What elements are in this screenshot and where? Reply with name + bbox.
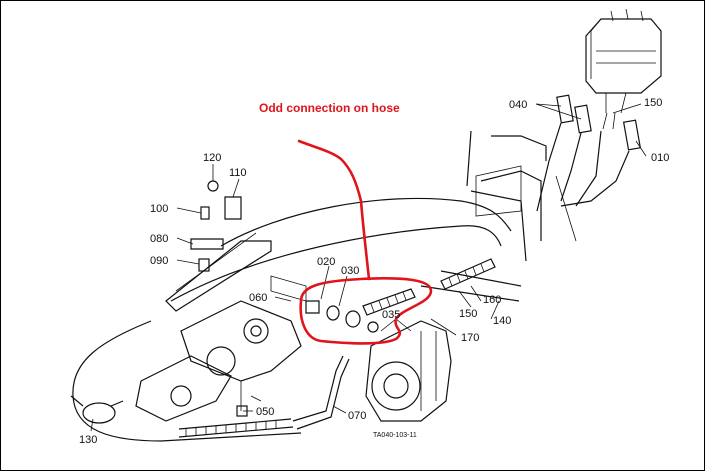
bottom-hose (178, 355, 350, 438)
fittings-right (536, 94, 642, 212)
part-label-035: 035 (382, 309, 400, 321)
red-annotation (297, 139, 433, 345)
part-label-020: 020 (317, 256, 335, 268)
part-label-090: 090 (150, 255, 168, 267)
part-label-130: 130 (79, 434, 97, 446)
annotation-circle (299, 277, 433, 345)
clamp-ring (70, 395, 124, 424)
leader-lines (90, 103, 647, 432)
fuel-hose-assembly (305, 258, 496, 333)
part-label-170: 170 (461, 332, 479, 344)
part-label-030: 030 (341, 265, 359, 277)
brackets-left (165, 180, 272, 312)
part-label-060: 060 (249, 292, 267, 304)
part-label-120: 120 (203, 152, 221, 164)
part-label-150-top: 150 (644, 97, 662, 109)
injection-pump (365, 318, 452, 422)
part-label-160: 160 (483, 294, 501, 306)
part-label-050: 050 (256, 406, 274, 418)
part-label-080: 080 (150, 233, 168, 245)
part-label-100: 100 (150, 203, 168, 215)
annotation-arrow-line (297, 139, 371, 281)
part-label-140: 140 (493, 315, 511, 327)
pump-left (135, 275, 307, 422)
filter-assembly (585, 8, 662, 114)
part-label-110: 110 (229, 167, 247, 179)
part-label-070: 070 (348, 410, 366, 422)
annotation-label: Odd connection on hose (259, 101, 400, 115)
part-label-010: 010 (651, 152, 669, 164)
part-label-040: 040 (509, 99, 527, 111)
engine-frame (466, 130, 577, 262)
part-label-150: 150 (459, 308, 477, 320)
drawing-code: TA040-103-11 (373, 432, 417, 439)
hose-lines (72, 197, 522, 442)
